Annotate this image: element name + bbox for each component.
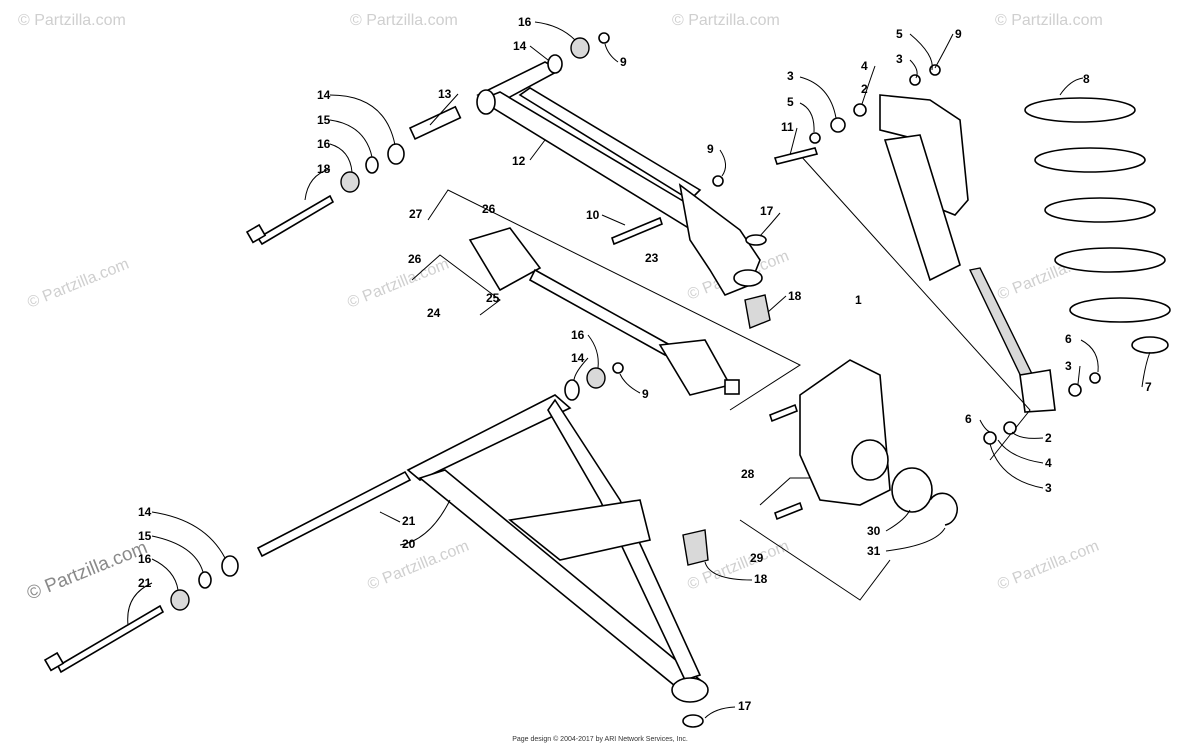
callout-11: 11	[781, 120, 794, 134]
callout-10: 10	[586, 208, 600, 222]
callout-21: 21	[402, 514, 416, 528]
callout-18: 18	[754, 572, 768, 586]
callout-13: 13	[438, 87, 452, 101]
watermark: © Partzilla.com	[365, 538, 471, 594]
callout-15: 15	[138, 529, 152, 543]
callout-23: 23	[645, 251, 659, 265]
callout-5: 5	[787, 95, 794, 109]
callout-9: 9	[707, 142, 714, 156]
watermark: © Partzilla.com	[345, 256, 451, 312]
callout-6: 6	[1065, 332, 1072, 346]
callout-14: 14	[317, 88, 331, 102]
watermark: © Partzilla.com	[995, 12, 1103, 29]
coil-spring	[1024, 97, 1171, 354]
watermark: © Partzilla.com	[350, 12, 458, 29]
callout-12: 12	[512, 154, 526, 168]
drive-shaft	[411, 189, 802, 411]
callout-2: 2	[861, 82, 868, 96]
callout-28: 28	[741, 467, 755, 481]
callout-leaders	[127, 21, 1151, 719]
callout-14: 14	[138, 505, 152, 519]
callout-18: 18	[788, 289, 802, 303]
callout-26: 26	[408, 252, 422, 266]
callout-9: 9	[955, 27, 962, 41]
watermark: © Partzilla.com	[995, 538, 1101, 594]
upper-bushings	[245, 32, 724, 246]
callout-4: 4	[861, 59, 868, 73]
callout-14: 14	[513, 39, 527, 53]
callout-26: 26	[482, 202, 496, 216]
callout-16: 16	[317, 137, 331, 151]
callout-16: 16	[571, 328, 585, 342]
callout-16: 16	[138, 552, 152, 566]
watermark: © Partzilla.com	[672, 12, 780, 29]
callout-1: 1	[855, 293, 862, 307]
callout-27: 27	[409, 207, 423, 221]
callout-6: 6	[965, 412, 972, 426]
lower-a-arm	[406, 394, 709, 728]
callout-7: 7	[1145, 380, 1152, 394]
callout-15: 15	[317, 113, 331, 127]
callout-29: 29	[750, 551, 764, 565]
callout-17: 17	[760, 204, 774, 218]
watermark-prominent: © Partzilla.com	[24, 537, 151, 604]
callout-30: 30	[867, 524, 881, 538]
callout-17: 17	[738, 699, 752, 713]
callout-31: 31	[867, 544, 881, 558]
callout-5: 5	[896, 27, 903, 41]
ball-joints	[682, 234, 771, 566]
callout-9: 9	[620, 55, 627, 69]
callout-3: 3	[1045, 481, 1052, 495]
callout-24: 24	[427, 306, 441, 320]
callout-14: 14	[571, 351, 585, 365]
lower-bushings	[43, 362, 624, 674]
callout-2: 2	[1045, 431, 1052, 445]
callout-4: 4	[1045, 456, 1052, 470]
shock-absorber	[799, 94, 1056, 461]
footer-copyright: Page design © 2004-2017 by ARI Network S…	[512, 736, 688, 743]
callouts: 16 14 9 13 14 15 16 18 12 9 10 27 26 26 …	[138, 15, 1152, 713]
upper-a-arm	[476, 61, 763, 296]
callout-8: 8	[1083, 72, 1090, 86]
callout-25: 25	[486, 291, 500, 305]
callout-3: 3	[1065, 359, 1072, 373]
watermark: © Partzilla.com	[25, 256, 131, 312]
callout-9: 9	[642, 387, 649, 401]
watermark: © Partzilla.com	[18, 12, 126, 29]
callout-3: 3	[896, 52, 903, 66]
callout-20: 20	[402, 537, 416, 551]
steering-knuckle	[739, 359, 958, 601]
callout-21: 21	[138, 576, 152, 590]
shock-hardware	[773, 64, 1101, 445]
callout-16: 16	[518, 15, 532, 29]
callout-3: 3	[787, 69, 794, 83]
